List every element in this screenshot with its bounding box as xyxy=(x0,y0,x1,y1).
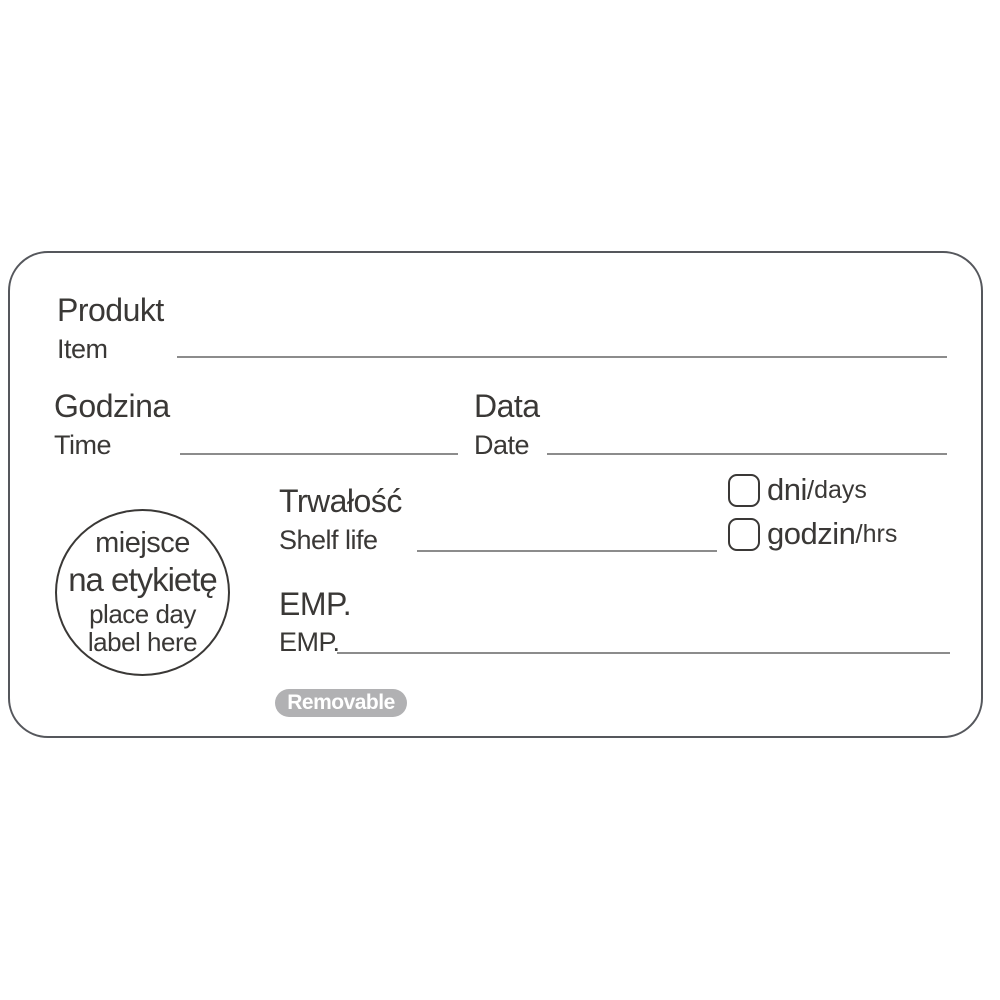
product-write-line[interactable] xyxy=(177,356,947,358)
unit-days-en: days xyxy=(814,475,867,504)
time-write-line[interactable] xyxy=(180,453,458,455)
date-label-en: Date xyxy=(474,430,530,460)
time-label-pl: Godzina xyxy=(54,388,170,424)
unit-row-hrs: godzin / hrs xyxy=(728,516,897,552)
emp-label-en: EMP. xyxy=(279,627,340,657)
circle-text-en-1: place day xyxy=(89,598,196,629)
product-label-pl: Produkt xyxy=(57,292,164,328)
days-checkbox[interactable] xyxy=(728,473,760,507)
food-rotation-label: Produkt Item Godzina Time Data Date Trwa… xyxy=(8,251,983,738)
product-label-en: Item xyxy=(57,334,108,364)
shelf-life-label-pl: Trwałość xyxy=(279,483,402,519)
unit-row-days: dni / days xyxy=(728,472,867,508)
circle-text-pl-2: na etykietę xyxy=(68,561,218,599)
emp-write-line[interactable] xyxy=(337,652,950,654)
unit-hrs-pl: godzin xyxy=(767,516,856,551)
removable-badge: Removable xyxy=(275,689,407,717)
shelf-life-label-en: Shelf life xyxy=(279,525,378,555)
time-label-en: Time xyxy=(54,430,112,460)
hrs-checkbox[interactable] xyxy=(728,517,760,551)
date-write-line[interactable] xyxy=(547,453,947,455)
date-label-pl: Data xyxy=(474,388,540,424)
circle-text-pl-1: miejsce xyxy=(95,526,190,559)
emp-label-pl: EMP. xyxy=(279,586,352,622)
unit-days-separator: / xyxy=(806,474,815,505)
day-label-placeholder-circle: miejsce na etykietę place day label here xyxy=(55,509,230,676)
unit-hrs-en: hrs xyxy=(862,519,898,548)
unit-hrs-separator: / xyxy=(855,518,863,549)
circle-text-en-2: label here xyxy=(87,627,198,658)
unit-days-pl: dni xyxy=(767,472,807,507)
shelf-life-write-line[interactable] xyxy=(417,550,717,552)
